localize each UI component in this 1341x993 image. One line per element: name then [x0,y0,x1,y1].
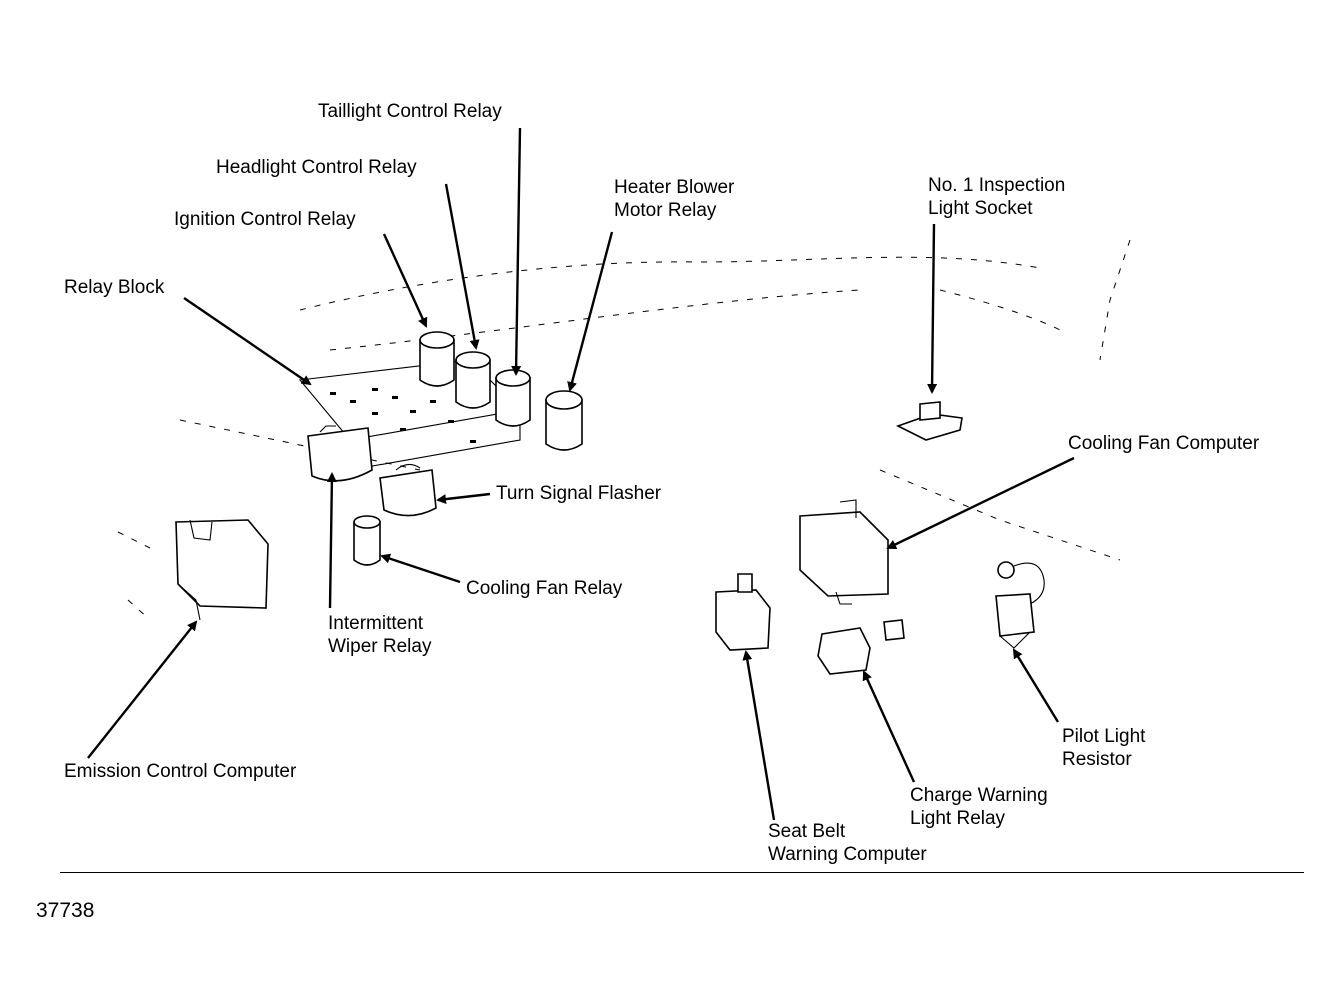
arrow-cooling-fan-computer [886,456,1075,550]
headlight-control-relay-shape [455,351,491,409]
arrow-turn-signal-flasher [436,492,491,505]
heater-blower-motor-relay-shape [545,390,583,451]
label-relay-block: Relay Block [64,277,165,298]
label-cooling-fan-relay: Cooling Fan Relay [466,578,623,599]
arrow-cooling-fan-relay [380,553,461,584]
label-turn-signal-flasher: Turn Signal Flasher [496,483,662,504]
intermittent-wiper-relay-shape [307,425,373,482]
arrow-seat-belt-warning-computer [742,650,776,821]
cooling-fan-computer-shape [799,499,889,605]
arrow-emission-control-computer [87,620,198,759]
arrow-intermittent-wiper-relay [326,472,337,609]
inspection-light-socket-shape [895,401,963,441]
arrow-ignition-control-relay [382,233,428,328]
label-headlight-control-relay: Headlight Control Relay [216,157,417,178]
arrow-headlight-control-relay [444,183,480,350]
label-ignition-control-relay: Ignition Control Relay [174,209,356,230]
cooling-fan-relay-shape [353,515,381,566]
arrow-taillight-control-relay [511,127,522,376]
seat-belt-warning-computer-shape [715,573,771,651]
arrow-heater-blower-motor-relay [567,231,614,392]
emission-control-computer-shape [117,519,269,621]
arrow-inspection-light-socket [927,223,938,394]
label-taillight-control-relay: Taillight Control Relay [318,101,502,122]
label-heater-blower-motor-relay: Heater Blower Motor Relay [614,177,735,221]
arrow-charge-warning-light-relay [862,670,916,783]
figure-number: 37738 [36,899,95,922]
ignition-control-relay-shape [419,331,455,387]
label-seat-belt-warning-computer: Seat Belt Warning Computer [768,821,927,865]
label-intermittent-wiper-relay: Intermittent Wiper Relay [328,613,432,657]
taillight-control-relay-shape [495,369,531,427]
arrow-relay-block [183,297,312,386]
turn-signal-flasher-shape [379,463,437,517]
leader-arrows [87,127,1075,821]
arrow-pilot-light-resistor [1012,648,1060,723]
vehicle-body-outline [179,239,1131,561]
charge-warning-light-relay-shape [817,619,905,675]
pilot-light-resistor-shape [995,561,1045,649]
label-emission-control-computer: Emission Control Computer [64,761,297,782]
label-cooling-fan-computer: Cooling Fan Computer [1068,433,1260,454]
label-no1-inspection-light-socket: No. 1 Inspection Light Socket [928,175,1066,219]
label-pilot-light-resistor: Pilot Light Resistor [1062,726,1146,770]
label-charge-warning-light-relay: Charge Warning Light Relay [910,785,1048,829]
bottom-rule [60,872,1304,873]
